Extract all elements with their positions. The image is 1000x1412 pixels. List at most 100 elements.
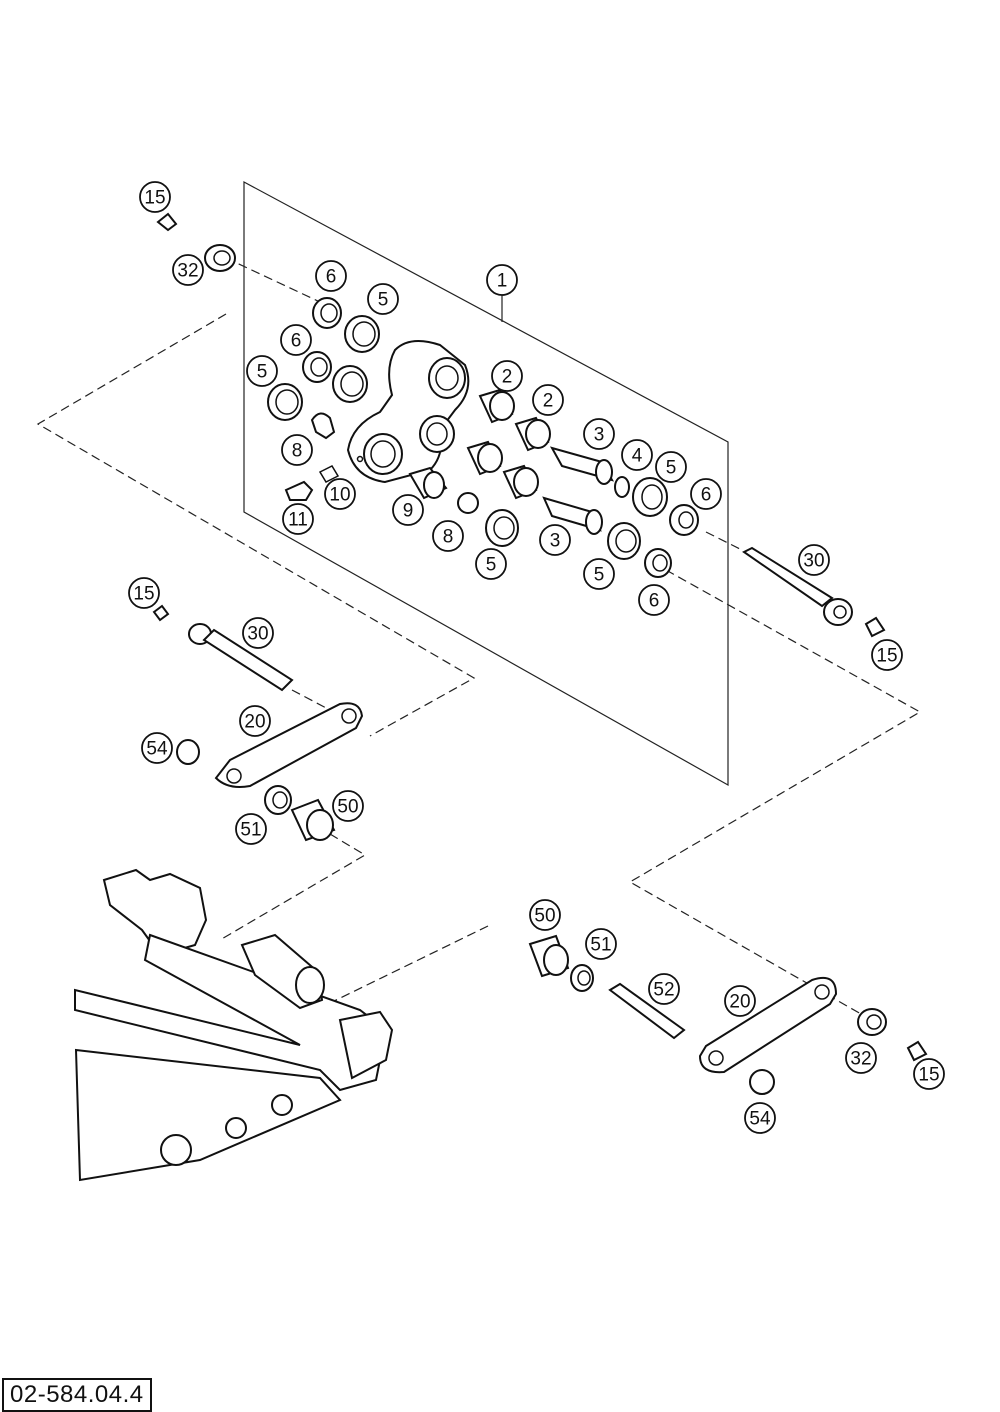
callout-label: 3: [594, 425, 605, 446]
deflection-lever-body: [346, 340, 470, 484]
guide-line: [329, 925, 489, 1004]
nut-54-right: [749, 1069, 775, 1095]
assembly-1-boundary: [243, 180, 729, 787]
callout-6: 6: [638, 584, 670, 616]
seal-6-b: [302, 351, 332, 383]
callout-label: 15: [133, 584, 154, 605]
drawing-code-label: 02-584.04.4: [2, 1378, 152, 1412]
callout-11: 11: [282, 503, 314, 535]
callout-32: 32: [845, 1042, 877, 1074]
guide-line: [628, 569, 922, 1019]
connecting-rod-20-a: [214, 702, 364, 788]
bolt-52: [608, 982, 686, 1040]
callout-label: 8: [443, 527, 454, 548]
callout-30: 30: [242, 617, 274, 649]
callout-6: 6: [315, 260, 347, 292]
bearing-5-c: [267, 383, 303, 421]
callout-label: 2: [543, 391, 554, 412]
callout-label: 1: [497, 271, 508, 292]
callout-label: 32: [177, 261, 198, 282]
fitting-11: [284, 480, 314, 501]
callout-label: 5: [257, 362, 268, 383]
bushing-9: [408, 466, 448, 500]
callout-label: 6: [291, 331, 302, 352]
callout-label: 54: [749, 1109, 771, 1130]
bearing-5-d: [632, 477, 668, 517]
cap-15-lower-right: [906, 1040, 928, 1062]
callout-label: 6: [649, 591, 660, 612]
callout-label: 15: [876, 646, 897, 667]
callout-6: 6: [280, 324, 312, 356]
seal-6-c: [669, 504, 699, 536]
callout-10: 10: [324, 478, 356, 510]
callout-label: 4: [632, 446, 643, 467]
sleeve-3-b-end: [585, 509, 603, 535]
needle-bearing-2-b: [514, 416, 551, 452]
guide-line: [705, 531, 743, 551]
callout-6: 6: [690, 478, 722, 510]
needle-bearing-c: [466, 440, 503, 476]
bearing-50-right: [528, 934, 570, 978]
callout-2: 2: [491, 360, 523, 392]
guide-line: [219, 833, 367, 941]
cap-15-right: [864, 616, 886, 638]
bearing-5-b: [332, 365, 368, 403]
callout-label: 50: [337, 797, 358, 818]
callout-8: 8: [432, 520, 464, 552]
callout-15: 15: [139, 181, 171, 213]
callout-5: 5: [246, 355, 278, 387]
spacer-51-right: [570, 964, 594, 992]
sleeve-3-a-end: [595, 459, 613, 485]
callout-51: 51: [585, 928, 617, 960]
callout-54: 54: [744, 1102, 776, 1134]
callout-label: 30: [803, 551, 824, 572]
callout-label: 5: [594, 565, 605, 586]
callout-label: 20: [244, 712, 265, 733]
seal-6-a: [312, 297, 342, 329]
callout-label: 51: [240, 820, 261, 841]
callout-3: 3: [583, 418, 615, 450]
callout-label: 2: [502, 367, 513, 388]
swing-arm-frame: [74, 868, 394, 1182]
callout-30: 30: [798, 544, 830, 576]
nut-32-right: [857, 1008, 887, 1036]
callout-label: 8: [292, 441, 303, 462]
callout-2: 2: [532, 384, 564, 416]
callout-label: 51: [590, 935, 611, 956]
callout-label: 32: [850, 1049, 871, 1070]
callout-label: 52: [653, 980, 674, 1001]
connecting-rod-20-b: [698, 976, 838, 1074]
callout-label: 11: [288, 510, 308, 531]
needle-bearing-2-a: [478, 388, 515, 424]
nut-54-left: [176, 739, 200, 765]
callout-32: 32: [172, 254, 204, 286]
callout-5: 5: [583, 558, 615, 590]
spacer-51-left: [264, 785, 292, 815]
callout-52: 52: [648, 973, 680, 1005]
bearing-5-e: [485, 509, 519, 547]
needle-bearing-d: [502, 464, 539, 500]
callout-label: 3: [550, 531, 561, 552]
callout-1: 1: [486, 264, 518, 296]
cap-15-top-left: [156, 212, 178, 232]
callout-15: 15: [871, 639, 903, 671]
cap-15-left: [152, 604, 170, 622]
bolt-30-left: [188, 623, 294, 692]
callout-label: 20: [729, 992, 750, 1013]
callout-label: 6: [326, 267, 337, 288]
callout-15: 15: [128, 577, 160, 609]
nut-32-top-left: [204, 244, 236, 272]
bearing-5-f: [607, 522, 641, 560]
guide-line: [291, 689, 331, 711]
bearing-5-a: [344, 315, 380, 353]
fitting-8-a: [310, 412, 336, 440]
callout-label: 30: [247, 624, 268, 645]
callout-9: 9: [392, 494, 424, 526]
callout-label: 15: [918, 1065, 939, 1086]
callout-label: 54: [146, 739, 168, 760]
callout-50: 50: [529, 899, 561, 931]
guide-line: [36, 313, 476, 737]
callout-51: 51: [235, 813, 267, 845]
